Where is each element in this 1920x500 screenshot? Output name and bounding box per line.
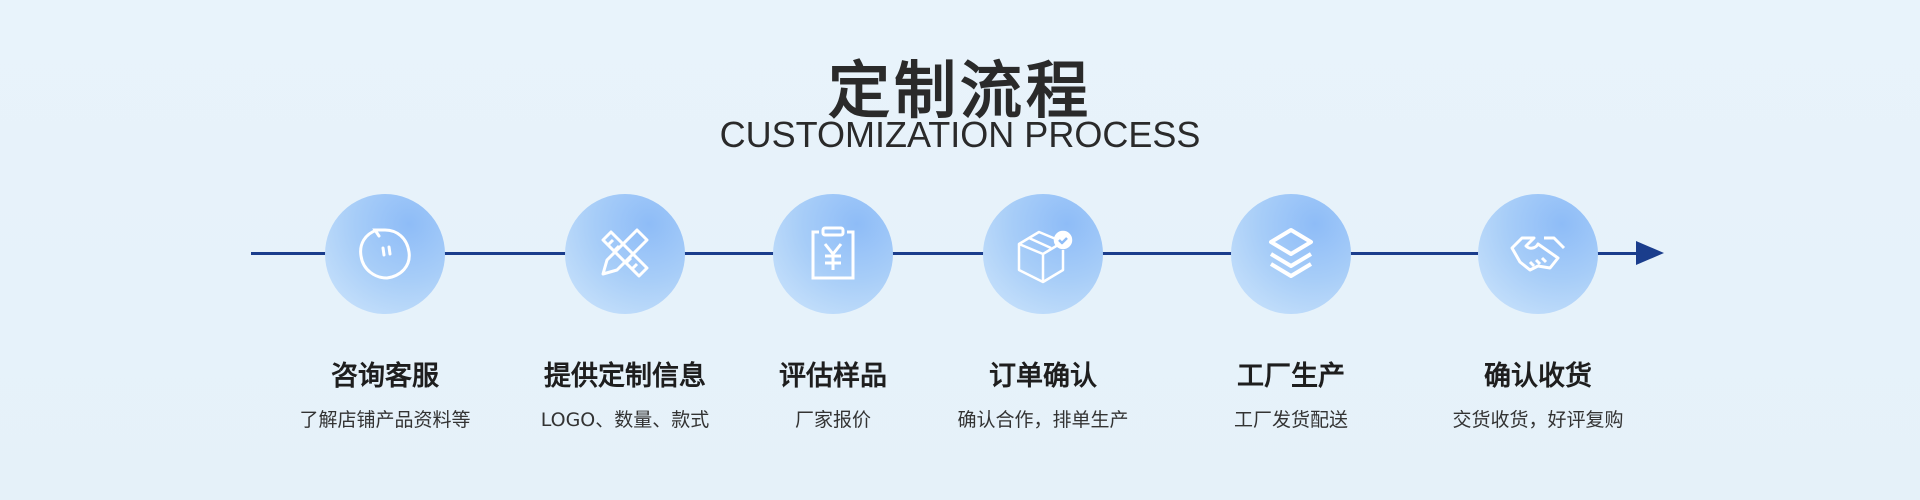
step-receive: 确认收货 交货收货，好评复购 [1388, 194, 1688, 432]
step-title: 评估样品 [779, 361, 887, 392]
step-title: 提供定制信息 [544, 361, 706, 392]
handshake-icon [1478, 194, 1598, 314]
step-desc: 确认合作，排单生产 [957, 409, 1129, 431]
step-desc: 交货收货，好评复购 [1452, 409, 1624, 431]
layers-icon [1231, 194, 1351, 314]
step-title: 订单确认 [989, 361, 1097, 392]
step-title: 咨询客服 [331, 361, 439, 392]
page-subtitle: CUSTOMIZATION PROCESS [719, 114, 1201, 155]
pencil-ruler-icon [565, 194, 685, 314]
chat-bubble-icon [325, 194, 445, 314]
step-production: 工厂生产 工厂发货配送 [1141, 194, 1441, 432]
step-desc: 了解店铺产品资料等 [299, 409, 471, 431]
step-evaluate: 评估样品 厂家报价 [683, 194, 983, 432]
page-title: 定制流程 [827, 54, 1092, 127]
box-check-icon [983, 194, 1103, 314]
step-desc: 厂家报价 [794, 409, 871, 431]
step-title: 工厂生产 [1237, 361, 1345, 392]
arrow-head-icon [1636, 241, 1664, 265]
step-title: 确认收货 [1484, 361, 1592, 392]
step-consult: 咨询客服 了解店铺产品资料等 [235, 194, 535, 432]
step-provide-info: 提供定制信息 LOGO、数量、款式 [475, 194, 775, 432]
clipboard-yen-icon [773, 194, 893, 314]
process-line [251, 252, 1641, 255]
step-desc: 工厂发货配送 [1233, 409, 1348, 431]
step-order-confirm: 订单确认 确认合作，排单生产 [893, 194, 1193, 432]
step-desc: LOGO、数量、款式 [540, 409, 710, 431]
